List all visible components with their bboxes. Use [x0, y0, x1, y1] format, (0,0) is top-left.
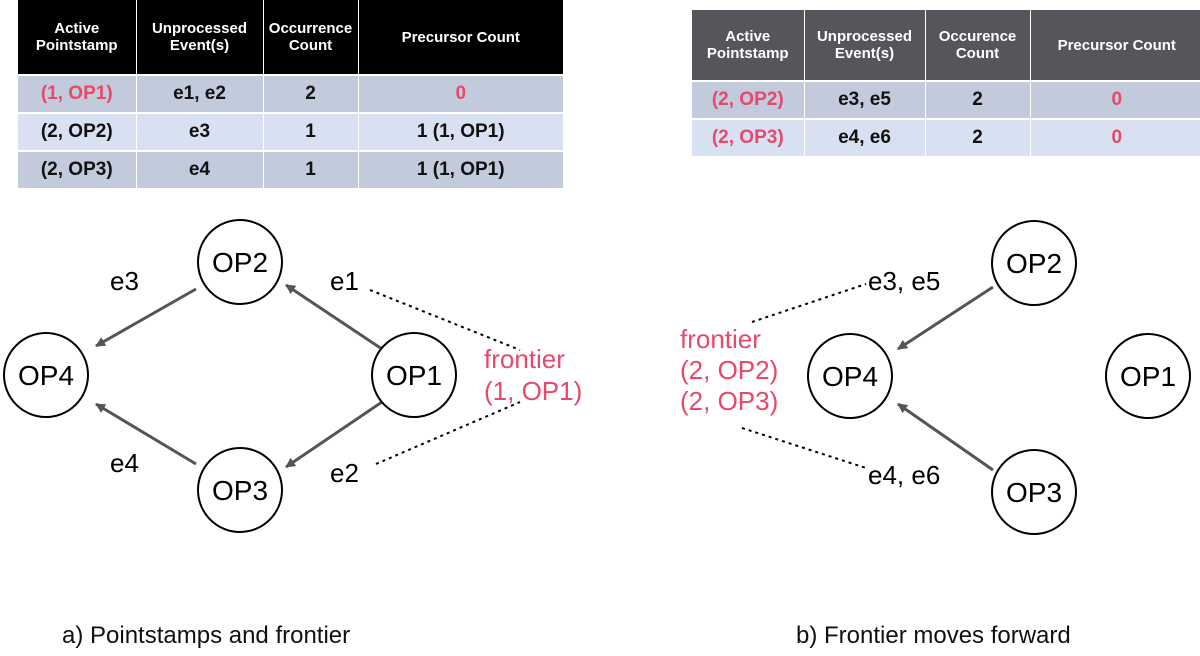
edge-op2-op4: [95, 287, 197, 348]
cell-pointstamp: (2, OP3): [692, 118, 805, 156]
cell-events: e3: [136, 112, 264, 151]
header-unprocessed-events: Unprocessed Event(s): [804, 10, 926, 81]
node-op4: OP4: [807, 333, 893, 419]
header-active-pointstamp: Active Pointstamp: [692, 10, 805, 81]
node-op1: OP1: [371, 332, 457, 418]
frontier-link-bottom: [741, 427, 867, 469]
edge-op1-op2: [285, 283, 383, 351]
edge-label-e3: e3: [110, 266, 139, 296]
cell-events: e4: [136, 150, 264, 188]
node-label: OP2: [212, 247, 268, 278]
cell-precursor: 0: [1030, 118, 1200, 156]
header-precursor-count: Precursor Count: [358, 0, 563, 75]
table-row: (2, OP3) e4, e6 2 0: [692, 118, 1200, 156]
frontier-label: frontier: [680, 324, 761, 354]
frontier-pointstamp: (2, OP2): [680, 355, 778, 385]
diagram-a: OP2 OP1 OP3 OP4 e3 e1 e4 e2 frontier (1,…: [3, 219, 582, 533]
node-label: OP4: [822, 361, 878, 392]
caption-b: b) Frontier moves forward: [796, 622, 1071, 649]
edge-label-top: e3, e5: [868, 266, 940, 296]
header-active-pointstamp: Active Pointstamp: [18, 0, 137, 75]
node-op2: OP2: [197, 219, 283, 305]
frontier-link-top: [369, 289, 521, 351]
edge-op3-op4: [897, 402, 994, 472]
cell-occurrence: 1: [263, 112, 359, 151]
edge-label-e4: e4: [110, 448, 139, 478]
table-row: (1, OP1) e1, e2 2 0: [18, 74, 563, 113]
frontier-label: frontier: [484, 344, 565, 374]
cell-precursor: 0: [358, 74, 563, 113]
header-occurrence-count: Occurence Count: [925, 10, 1031, 81]
frontier-pointstamp: (1, OP1): [484, 376, 582, 406]
edge-op1-op3: [285, 400, 383, 469]
node-label: OP2: [1006, 248, 1062, 279]
cell-pointstamp: (1, OP1): [18, 74, 137, 113]
cell-precursor: 1 (1, OP1): [358, 150, 563, 188]
frontier-link-bottom: [375, 401, 521, 465]
node-label: OP1: [1120, 361, 1176, 392]
node-label: OP3: [212, 475, 268, 506]
table-header-row: Active Pointstamp Unprocessed Event(s) O…: [692, 10, 1200, 81]
edge-label-e1: e1: [330, 266, 359, 296]
cell-pointstamp: (2, OP3): [18, 150, 137, 188]
frontier-link-top: [751, 283, 867, 323]
header-unprocessed-events: Unprocessed Event(s): [136, 0, 264, 75]
node-op3: OP3: [197, 447, 283, 533]
node-op2: OP2: [991, 220, 1077, 306]
cell-occurrence: 2: [925, 80, 1031, 119]
pointstamp-table-a: Active Pointstamp Unprocessed Event(s) O…: [18, 0, 563, 188]
node-op4: OP4: [3, 332, 89, 418]
node-op3: OP3: [991, 449, 1077, 535]
caption-a: a) Pointstamps and frontier: [62, 622, 351, 649]
edge-op2-op4: [897, 285, 994, 351]
cell-precursor: 0: [1030, 80, 1200, 119]
node-label: OP3: [1006, 477, 1062, 508]
cell-precursor: 1 (1, OP1): [358, 112, 563, 151]
table-header-row: Active Pointstamp Unprocessed Event(s) O…: [18, 0, 563, 75]
cell-events: e3, e5: [804, 80, 926, 119]
edge-label-bottom: e4, e6: [868, 460, 940, 490]
node-label: OP4: [18, 360, 74, 391]
edge-op3-op4: [95, 402, 197, 466]
header-precursor-count: Precursor Count: [1030, 10, 1200, 81]
cell-events: e4, e6: [804, 118, 926, 156]
header-occurrence-count: Occurrence Count: [263, 0, 359, 75]
cell-pointstamp: (2, OP2): [18, 112, 137, 151]
edge-label-e2: e2: [330, 458, 359, 488]
table-row: (2, OP2) e3 1 1 (1, OP1): [18, 112, 563, 151]
table-row: (2, OP3) e4 1 1 (1, OP1): [18, 150, 563, 188]
cell-occurrence: 2: [263, 74, 359, 113]
frontier-pointstamp: (2, OP3): [680, 386, 778, 416]
node-op1: OP1: [1105, 333, 1191, 419]
pointstamp-table-b: Active Pointstamp Unprocessed Event(s) O…: [692, 10, 1200, 156]
cell-pointstamp: (2, OP2): [692, 80, 805, 119]
node-label: OP1: [386, 360, 442, 391]
cell-events: e1, e2: [136, 74, 264, 113]
table-row: (2, OP2) e3, e5 2 0: [692, 80, 1200, 119]
cell-occurrence: 1: [263, 150, 359, 188]
diagram-b: OP2 OP1 OP3 OP4 e3, e5 e4, e6 frontier (…: [680, 220, 1191, 535]
cell-occurrence: 2: [925, 118, 1031, 156]
